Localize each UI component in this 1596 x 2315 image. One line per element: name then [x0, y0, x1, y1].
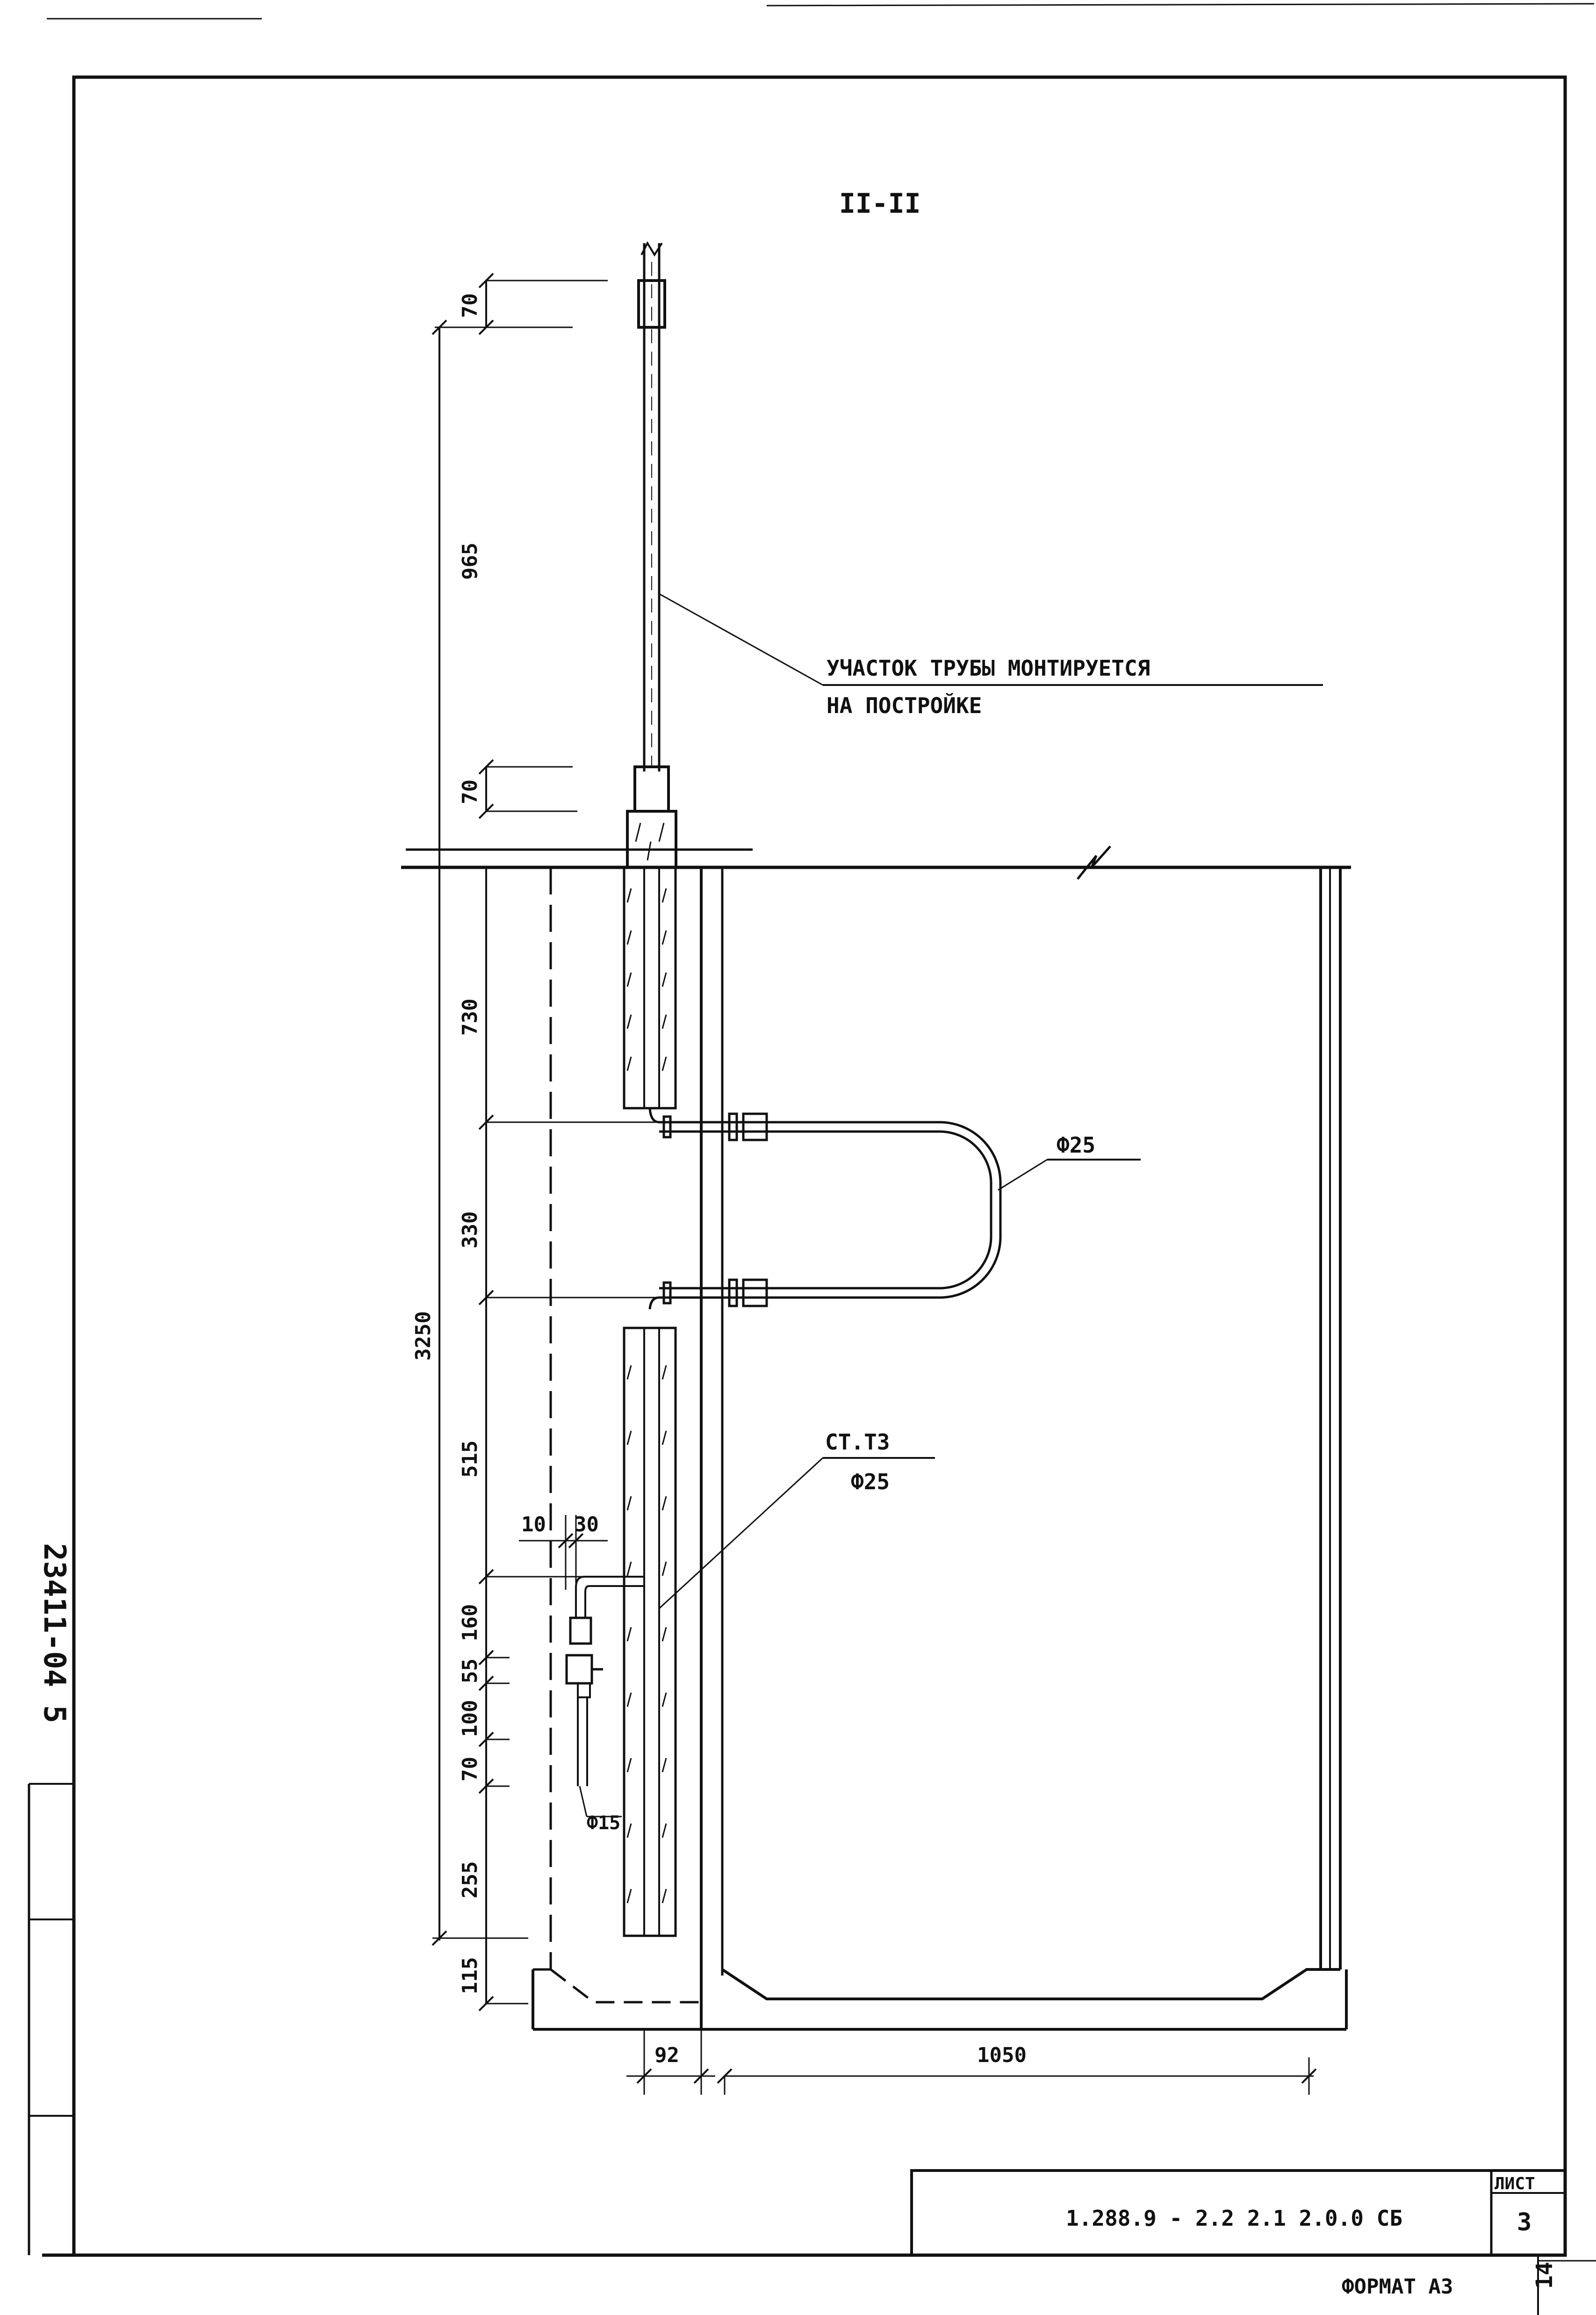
- leader-lines: [579, 593, 1323, 1817]
- document-code: 1.288.9 - 2.2 2.1 2.0.0 СБ: [1066, 2206, 1402, 2231]
- branch-diameter: Ф15: [587, 1812, 620, 1834]
- u-loop-pipe: [648, 1108, 1002, 1310]
- pipe-note-line1: УЧАСТОК ТРУБЫ МОНТИРУЕТСЯ: [827, 656, 1150, 681]
- material-grade: СТ.Т3: [825, 1429, 890, 1455]
- title-block: [910, 2169, 1596, 2315]
- margin-stamp-box: [28, 1783, 74, 2255]
- sheet-label: ЛИСТ: [1495, 2174, 1535, 2193]
- pipe-note-line2: НА ПОСТРОЙКЕ: [827, 693, 982, 718]
- dim-115: 115: [458, 1957, 482, 1994]
- dim-515: 515: [458, 1441, 482, 1478]
- dim-55: 55: [458, 1659, 482, 1683]
- side-stamp-number: 23411-04 5: [37, 1543, 72, 1723]
- dim-730: 730: [458, 999, 482, 1036]
- wall-pipe-upper: [623, 866, 677, 1110]
- tank-outline: [532, 867, 1348, 2031]
- drawing-frame: [42, 3, 1595, 2257]
- pipe-diameter-lower: Ф25: [851, 1469, 890, 1494]
- dim-255: 255: [458, 1861, 482, 1898]
- dim-offset-30: 30: [574, 1513, 599, 1536]
- dim-160: 160: [458, 1604, 482, 1641]
- ground-line: [401, 845, 1351, 880]
- dim-100: 100: [458, 1700, 482, 1737]
- dim-top-sleeve: 70: [458, 293, 482, 318]
- wall-pipe-lower: [623, 1327, 677, 1937]
- dimension-lines: [431, 273, 1317, 2095]
- dim-wall-92: 92: [654, 2043, 679, 2067]
- branch-pipe: [565, 1576, 645, 1786]
- section-label: II-II: [839, 188, 921, 219]
- dim-upper-pipe: 965: [458, 543, 482, 580]
- sheet-number: 3: [1517, 2208, 1531, 2236]
- dim-70-low: 70: [458, 1757, 482, 1781]
- page-number: 14: [1531, 2262, 1558, 2289]
- format-label: ФОРМАТ А3: [1342, 2275, 1453, 2299]
- pipe-diameter-upper: Ф25: [1057, 1132, 1095, 1158]
- dim-width-1050: 1050: [977, 2043, 1027, 2067]
- dim-offset-10: 10: [521, 1513, 546, 1536]
- dim-330: 330: [458, 1212, 482, 1248]
- dim-lower-sleeve: 70: [458, 779, 482, 804]
- dim-overall: 3250: [411, 1311, 435, 1361]
- upper-pipe: [626, 241, 677, 869]
